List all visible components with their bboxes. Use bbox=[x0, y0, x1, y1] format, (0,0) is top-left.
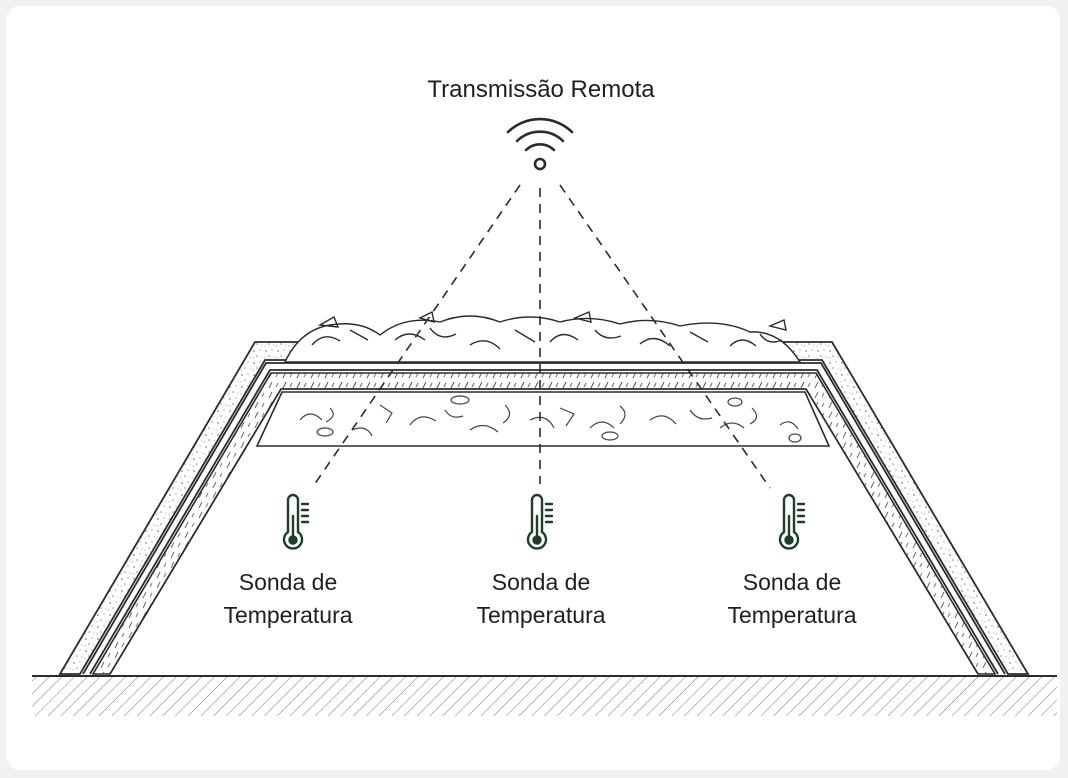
diagram-title: Transmissão Remota bbox=[427, 76, 655, 103]
probe-label-line2: Temperatura bbox=[223, 602, 352, 628]
probe-label-line1: Sonda de bbox=[239, 569, 337, 595]
thermometer-icon bbox=[526, 493, 554, 550]
signal-line-left bbox=[311, 184, 521, 489]
probe-label-line2: Temperatura bbox=[476, 602, 605, 628]
probe-label-right: Sonda de Temperatura bbox=[727, 569, 856, 628]
probe-label-left: Sonda de Temperatura bbox=[223, 569, 352, 628]
straw-layer bbox=[280, 376, 808, 388]
probe-label-line2: Temperatura bbox=[727, 602, 856, 628]
wifi-signal-icon bbox=[506, 117, 574, 171]
thermometer-icon bbox=[282, 493, 310, 550]
signal-line-right bbox=[559, 184, 771, 489]
organic-layer bbox=[255, 391, 831, 447]
probe-label-line1: Sonda de bbox=[743, 569, 841, 595]
probe-label-center: Sonda de Temperatura bbox=[476, 569, 605, 628]
leaf-mound bbox=[283, 310, 802, 363]
ground bbox=[32, 675, 1057, 716]
thermometer-icon bbox=[778, 493, 806, 550]
signal-lines bbox=[311, 184, 771, 489]
probe-label-line1: Sonda de bbox=[492, 569, 590, 595]
